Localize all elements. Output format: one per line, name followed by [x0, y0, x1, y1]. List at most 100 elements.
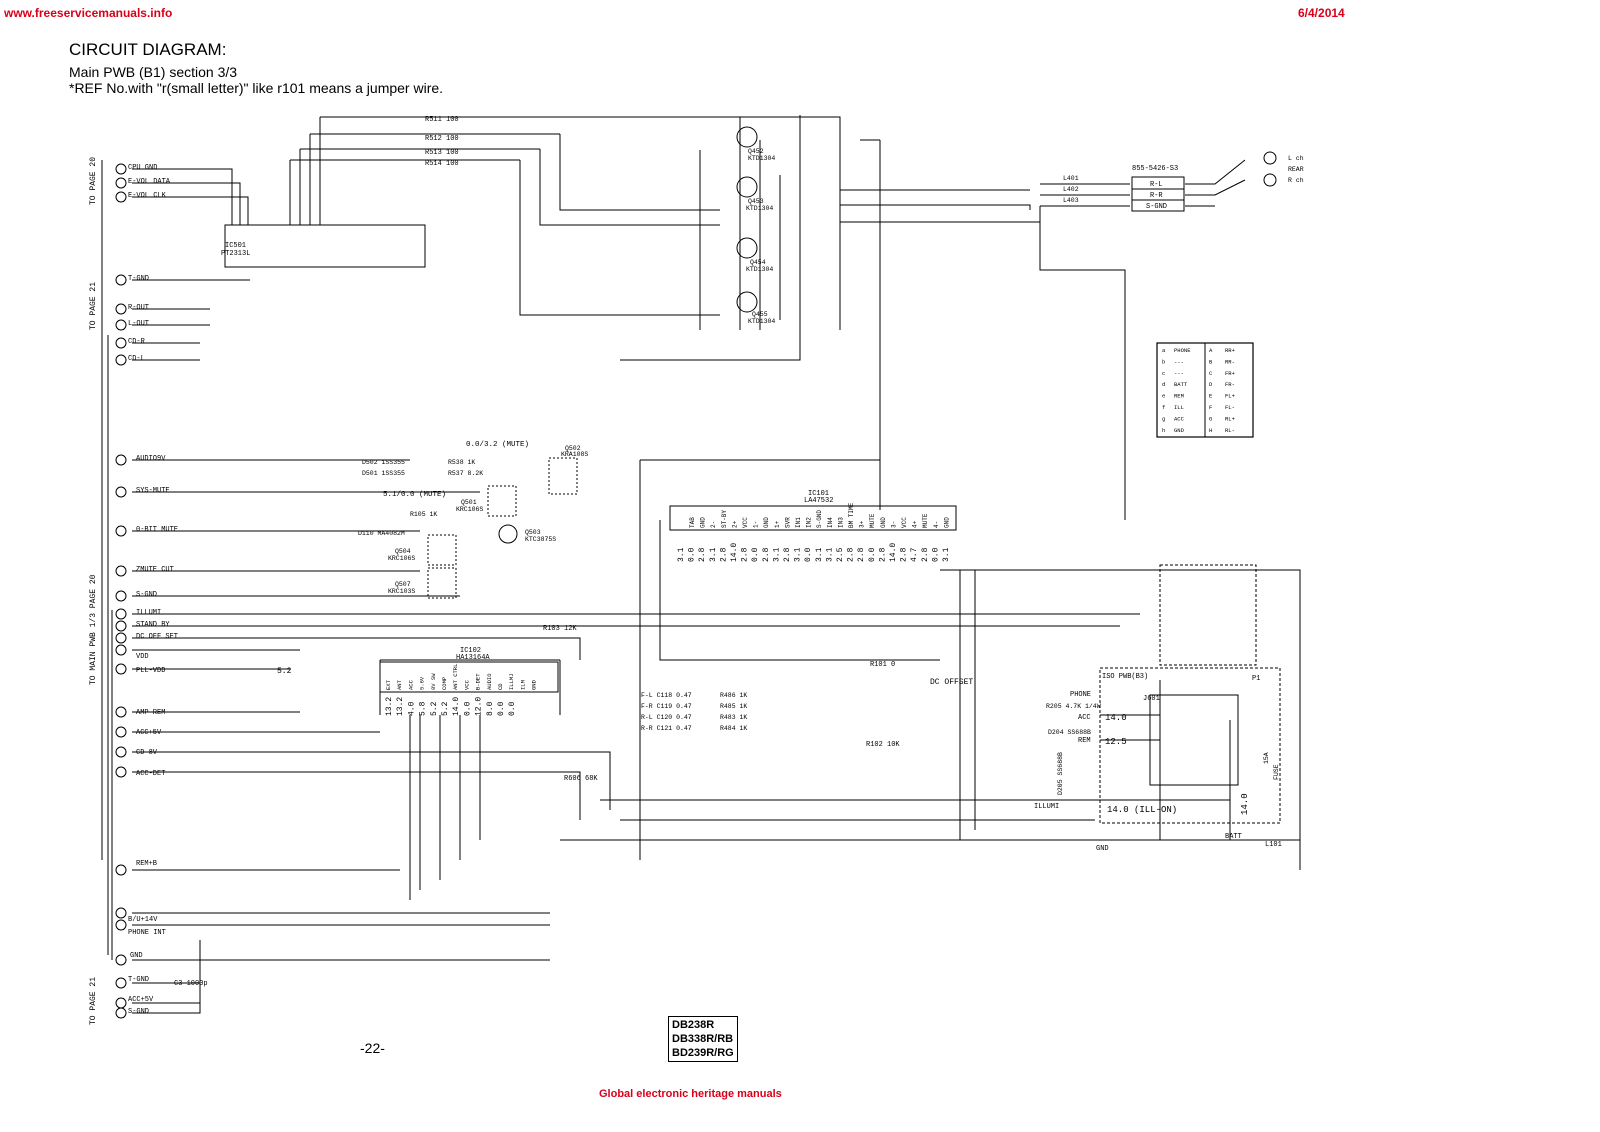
ic101-voltage-label: 2.8 — [719, 547, 728, 562]
transistor-symbol — [736, 291, 758, 313]
transistor-symbol — [736, 237, 758, 259]
ic101-voltage-label: 0.0 — [931, 547, 940, 562]
ic102-pin-label: COMP — [441, 677, 448, 690]
ic102-pin-label: 8V SW — [430, 673, 437, 690]
iso-illumi-label: ILLUMI — [1034, 803, 1059, 811]
ic102-pin-label: AUDIO — [486, 673, 493, 690]
connector-label: VDD — [136, 653, 149, 661]
transistor-symbol — [736, 176, 758, 198]
ic102-voltage-label: 14.0 — [452, 697, 461, 716]
wires — [101, 115, 1301, 1014]
transistor-part: KRC103S — [388, 588, 415, 595]
resistor-label: R512 100 — [425, 135, 459, 143]
ic102-voltage-label: 0.0 — [497, 701, 506, 716]
iso-batt-label: BATT — [1225, 833, 1242, 841]
ic102-pin-label: B-DET — [475, 673, 482, 690]
ic102-pin-label: EXT — [385, 679, 392, 690]
page-ref-label: TO PAGE 20 — [89, 157, 98, 205]
ic101-voltage-label: 2.8 — [847, 547, 856, 562]
connector-label: R-OUT — [128, 304, 149, 312]
ic101-pin-label: 2+ — [731, 520, 738, 528]
ic101-pin-label: 4+ — [912, 520, 919, 528]
rear-pin-label: R-L — [1150, 181, 1163, 189]
rear-pin-label: R-R — [1150, 192, 1163, 200]
transistor-ref: Q452 — [748, 148, 764, 155]
ic101-pin-label: IN4 — [827, 517, 834, 528]
rear-output-connector: 855-5426-S3 R-L R-R S-GND L ch REAR R ch… — [1063, 151, 1304, 212]
resistor-label: R606 68K — [564, 775, 598, 783]
connector-label: L-OUT — [128, 320, 149, 328]
ic101-pin-label: S-GND — [816, 510, 823, 528]
resistor-label: R102 10K — [866, 741, 900, 749]
speaker-res-label: R485 1K — [720, 703, 747, 710]
website-url: www.freeservicemanuals.info — [4, 6, 173, 20]
ic101-pin-label: 1- — [753, 521, 760, 528]
page-ref-label: TO PAGE 21 — [89, 282, 98, 330]
speaker-res-label: R486 1K — [720, 692, 747, 699]
ic102-voltage-label: 0.0 — [463, 701, 472, 716]
connector-label: CD-R — [128, 338, 146, 346]
ic101-voltage-label: 0.0 — [804, 547, 813, 562]
coil-label: L401 — [1063, 175, 1079, 182]
ic102-pin-label: ILM — [519, 680, 526, 690]
ic102-pin-label: 5.6V — [419, 676, 426, 690]
ic102-voltage-label: 4.0 — [407, 701, 416, 716]
speaker-res-label: R483 1K — [720, 714, 747, 721]
ic102-pin-label: ANT CTRL — [452, 664, 459, 690]
iso-connector: J601 — [1143, 695, 1160, 703]
transistor-ref: Q503 — [525, 529, 541, 536]
ic102-voltage-label: 5.8 — [419, 701, 428, 716]
pin-table-cell: ILL — [1174, 404, 1184, 411]
transistor-part: KTD1304 — [748, 155, 775, 162]
speaker-cap-label: F-R C119 0.47 — [641, 703, 692, 710]
ic101-pin-label: 4- — [933, 521, 940, 528]
pin-table-cell: REM — [1174, 393, 1184, 400]
model-name: DB338R/RB — [672, 1033, 734, 1045]
transistor-ref: Q501 — [461, 499, 477, 506]
resistor-label: R513 100 — [425, 149, 459, 157]
rear-label: REAR — [1288, 166, 1304, 173]
transistor-part: KRC106S — [388, 555, 415, 562]
connector-label: REM+B — [136, 860, 157, 868]
ic101-pin-label: IN1 — [795, 517, 802, 528]
page-number: -22- — [360, 1040, 385, 1056]
connector-label: CD-L — [128, 355, 145, 363]
pin-table-cell: --- — [1174, 358, 1184, 365]
speaker-cap-label: F-L C118 0.47 — [641, 692, 692, 699]
ic101-voltage-label: 3.1 — [794, 547, 803, 562]
connector-label: SYS-MUTE — [136, 487, 170, 495]
transistor-part: KRC106S — [456, 506, 483, 513]
diode-label: D501 1SS355 — [362, 470, 405, 477]
capacitor-label: C3 1000p — [174, 980, 208, 988]
ic101-pin-label: 3- — [890, 521, 897, 528]
speaker-cap-label: R-L C120 0.47 — [641, 714, 692, 721]
ic101-pin-label: MUTE — [869, 513, 876, 528]
l-ch-label: L ch — [1288, 155, 1304, 162]
ic102-voltage-label: 13.2 — [396, 697, 405, 716]
iso-title: ISO PWB(B3) — [1102, 673, 1148, 681]
rear-connector-part: 855-5426-S3 — [1132, 165, 1178, 173]
iso-acc-label: ACC — [1078, 714, 1091, 722]
pin-table-cell: FR- — [1225, 381, 1235, 388]
ic101-block: IC101 LA47532 — [669, 490, 957, 531]
ic101-voltage-label: 3.1 — [825, 547, 834, 562]
diagram-subtitle: Main PWB (B1) section 3/3 — [69, 64, 238, 80]
ic101-pin-label: VCC — [742, 517, 749, 528]
ic102-voltage-label: 5.2 — [430, 701, 439, 716]
ic101-pin-label: TAB — [689, 517, 696, 528]
ic102-voltage-label: 5.2 — [441, 701, 450, 716]
ic101-voltage-label: 2.8 — [878, 547, 887, 562]
diagram-title: CIRCUIT DIAGRAM: — [69, 40, 227, 59]
iso-p1: P1 — [1252, 675, 1260, 683]
ic101-pin-label: 2- — [710, 521, 717, 528]
pin-table-cell: PHONE — [1174, 347, 1191, 354]
connector-label: ZMUTE CUT — [136, 566, 174, 574]
connector-label: AUDIO9V — [136, 455, 166, 463]
jumper-note: *REF No.with "r(small letter)" like r101… — [69, 80, 444, 96]
ic101-voltage-label: 2.8 — [762, 547, 771, 562]
date-stamp: 6/4/2014 — [1298, 6, 1345, 20]
transistor-symbol — [736, 126, 758, 148]
transistor-ref: Q507 — [395, 581, 411, 588]
resistor-label: R103 12K — [543, 625, 577, 633]
